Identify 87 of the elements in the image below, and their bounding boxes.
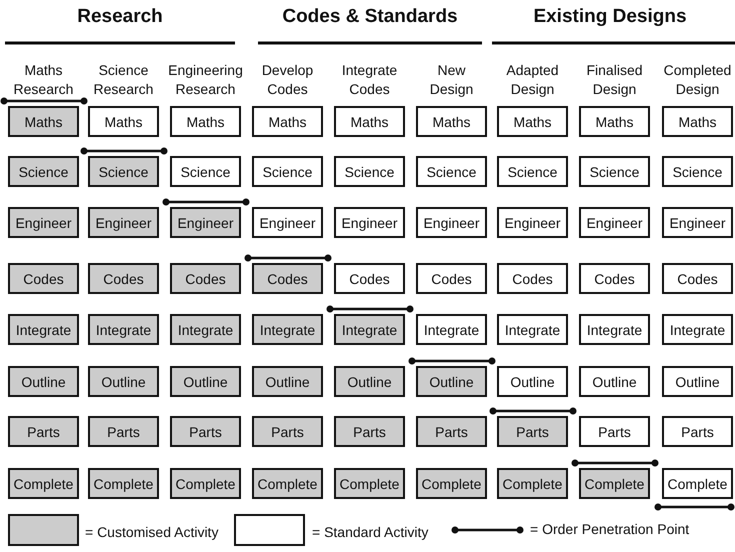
standard-activity-box: Codes (497, 263, 568, 294)
customised-activity-box: Parts (88, 416, 159, 447)
customised-activity-box: Complete (252, 468, 323, 499)
column-header: Integrate Codes (340, 61, 398, 99)
column-header: Adapted Design (505, 61, 560, 99)
standard-activity-box: Science (579, 156, 650, 187)
column-header: Completed Design (662, 61, 732, 99)
customised-activity-box: Parts (416, 416, 487, 447)
customised-activity-box: Integrate (88, 314, 159, 345)
standard-activity-box: Maths (579, 106, 650, 137)
group-heading: Research (76, 6, 164, 28)
customised-activity-box: Integrate (334, 314, 405, 345)
customised-activity-box: Complete (334, 468, 405, 499)
customised-activity-box: Complete (170, 468, 241, 499)
legend-label: = Customised Activity (85, 524, 218, 540)
standard-activity-box: Maths (334, 106, 405, 137)
legend-label: = Order Penetration Point (530, 521, 690, 537)
customised-activity-box: Codes (170, 263, 241, 294)
customised-activity-box: Outline (416, 366, 487, 397)
standard-activity-box: Engineer (579, 207, 650, 238)
customised-activity-box: Complete (8, 468, 79, 499)
standard-activity-box: Outline (662, 366, 733, 397)
customised-activity-box: Codes (252, 263, 323, 294)
standard-activity-box: Codes (662, 263, 733, 294)
customised-activity-box: Parts (497, 416, 568, 447)
column-header: New Design (428, 61, 474, 99)
standard-activity-box: Parts (579, 416, 650, 447)
standard-activity-box: Science (252, 156, 323, 187)
customised-activity-box: Science (8, 156, 79, 187)
column-header: Finalised Design (585, 61, 644, 99)
customised-activity-box: Maths (8, 106, 79, 137)
standard-activity-box: Engineer (334, 207, 405, 238)
standard-activity-box: Engineer (497, 207, 568, 238)
customised-activity-box: Outline (334, 366, 405, 397)
customised-activity-box: Outline (88, 366, 159, 397)
standard-activity-box: Integrate (662, 314, 733, 345)
standard-activity-box: Maths (662, 106, 733, 137)
standard-activity-box: Codes (416, 263, 487, 294)
customised-activity-box: Engineer (8, 207, 79, 238)
customised-activity-box: Complete (88, 468, 159, 499)
customised-activity-box: Parts (8, 416, 79, 447)
standard-activity-box: Science (497, 156, 568, 187)
customised-activity-box: Outline (8, 366, 79, 397)
standard-activity-box: Integrate (416, 314, 487, 345)
standard-activity-box: Codes (579, 263, 650, 294)
standard-activity-box: Maths (88, 106, 159, 137)
group-heading: Codes & Standards (281, 6, 459, 28)
standard-activity-box: Maths (252, 106, 323, 137)
standard-activity-box: Outline (497, 366, 568, 397)
standard-activity-box: Science (170, 156, 241, 187)
customised-activity-box: Complete (416, 468, 487, 499)
standard-activity-box: Maths (170, 106, 241, 137)
standard-activity-box: Engineer (662, 207, 733, 238)
column-header: Develop Codes (260, 61, 314, 99)
standard-activity-box: Engineer (252, 207, 323, 238)
standard-activity-box: Science (334, 156, 405, 187)
column-header: Maths Research (12, 61, 74, 99)
standard-activity-box: Integrate (579, 314, 650, 345)
customised-activity-box: Complete (497, 468, 568, 499)
customised-activity-box: Codes (8, 263, 79, 294)
customised-activity-box: Codes (88, 263, 159, 294)
customised-activity-box: Complete (579, 468, 650, 499)
standard-activity-box: Codes (334, 263, 405, 294)
customised-activity-box: Parts (334, 416, 405, 447)
customised-activity-box: Engineer (88, 207, 159, 238)
column-header: Engineering Research (167, 61, 244, 99)
customised-activity-box: Parts (170, 416, 241, 447)
standard-activity-box: Integrate (497, 314, 568, 345)
standard-activity-box: Maths (497, 106, 568, 137)
customised-activity-box: Integrate (252, 314, 323, 345)
standard-activity-box: Engineer (416, 207, 487, 238)
customised-activity-box: Integrate (8, 314, 79, 345)
standard-activity-box: Science (416, 156, 487, 187)
customised-activity-box: Science (88, 156, 159, 187)
standard-activity-box: Maths (416, 106, 487, 137)
customised-activity-box: Parts (252, 416, 323, 447)
standard-activity-box: Complete (662, 468, 733, 499)
column-header: Science Research (92, 61, 154, 99)
standard-activity-box: Parts (662, 416, 733, 447)
group-heading: Existing Designs (532, 6, 688, 28)
customised-activity-box: Outline (252, 366, 323, 397)
customised-activity-box: Outline (170, 366, 241, 397)
legend-label: = Standard Activity (312, 524, 428, 540)
standard-activity-box: Outline (579, 366, 650, 397)
customised-activity-box: Engineer (170, 207, 241, 238)
customised-activity-box: Integrate (170, 314, 241, 345)
standard-activity-box: Science (662, 156, 733, 187)
